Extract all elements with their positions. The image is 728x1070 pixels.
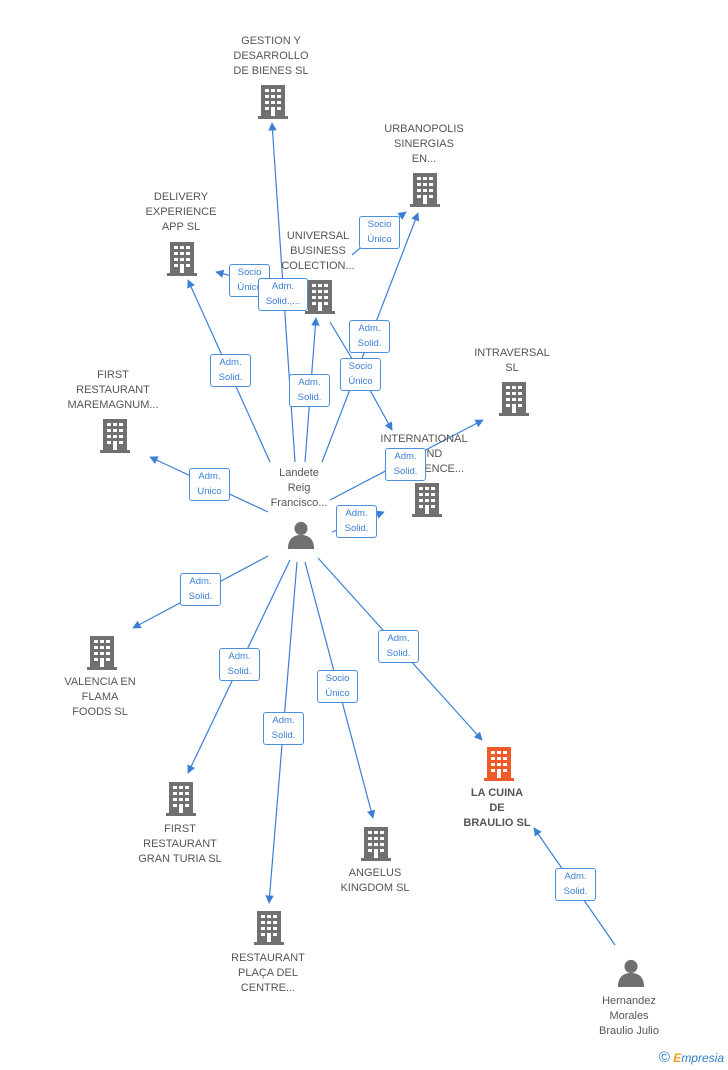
- edge-badge-international-adm: Adm. Solid.: [336, 505, 377, 538]
- edge-badge-urbanopolis-socio: Socio Único: [359, 216, 400, 249]
- edge-badge-hernandez-adm: Adm. Solid.: [555, 868, 596, 901]
- edge-badge-intraversal-adm: Adm. Solid.: [385, 448, 426, 481]
- edge-badge-first-gran-adm: Adm. Solid.: [219, 648, 260, 681]
- node-label-intraversal[interactable]: INTRAVERSAL SL: [474, 347, 550, 374]
- node-label-restaurant-placa[interactable]: RESTAURANT PLAÇA DEL CENTRE...: [231, 952, 305, 994]
- node-label-first-gran[interactable]: FIRST RESTAURANT GRAN TURIA SL: [138, 823, 222, 865]
- edge-badge-international-socio: Socio Único: [340, 358, 381, 391]
- node-label-universal[interactable]: UNIVERSAL BUSINESS COLECTION...: [281, 230, 355, 272]
- building-icon[interactable]: [87, 636, 117, 670]
- building-icon[interactable]: [305, 280, 335, 314]
- empresia-logo: © Empresia: [659, 1049, 724, 1066]
- copyright-icon: ©: [658, 1049, 670, 1066]
- node-label-urbanopolis[interactable]: URBANOPOLIS SINERGIAS EN...: [384, 123, 464, 165]
- person-icon[interactable]: [287, 521, 315, 549]
- building-icon[interactable]: [361, 827, 391, 861]
- brand-initial: E: [673, 1051, 682, 1065]
- node-label-gestion[interactable]: GESTION Y DESARROLLO DE BIENES SL: [233, 35, 309, 77]
- edge-badge-angelus-socio: Socio Único: [317, 670, 358, 703]
- building-icon[interactable]: [484, 747, 514, 781]
- building-icon[interactable]: [258, 85, 288, 119]
- node-label-la-cuina[interactable]: LA CUINA DE BRAULIO SL: [463, 787, 531, 829]
- building-icon[interactable]: [412, 483, 442, 517]
- edge-badge-urbanopolis-adm: Adm. Solid.: [349, 320, 390, 353]
- edge-badge-universal-adm: Adm. Solid.,...: [258, 278, 308, 311]
- node-label-hernandez[interactable]: Hernandez Morales Braulio Julio: [599, 995, 659, 1037]
- node-label-landete[interactable]: Landete Reig Francisco...: [270, 467, 328, 509]
- building-icon[interactable]: [167, 242, 197, 276]
- brand-name: mpresia: [681, 1051, 724, 1065]
- node-label-first-mare[interactable]: FIRST RESTAURANT MAREMAGNUM...: [67, 369, 159, 411]
- node-label-delivery[interactable]: DELIVERY EXPERIENCE APP SL: [145, 191, 217, 233]
- edge-badge-gestion-adm: Adm. Solid.: [289, 374, 330, 407]
- edge-badge-valencia-adm: Adm. Solid.: [180, 573, 221, 606]
- edge-badge-delivery-adm: Adm. Solid.: [210, 354, 251, 387]
- edge-badge-la-cuina-adm: Adm. Solid.: [378, 630, 419, 663]
- node-label-valencia[interactable]: VALENCIA EN FLAMA FOODS SL: [64, 676, 136, 718]
- building-icon[interactable]: [100, 419, 130, 453]
- building-icon[interactable]: [166, 782, 196, 816]
- building-icon[interactable]: [410, 173, 440, 207]
- node-label-angelus[interactable]: ANGELUS KINGDOM SL: [340, 867, 410, 894]
- edge-badge-first-mare-adm: Adm. Unico: [189, 468, 230, 501]
- edge-badge-restaurant-placa-adm: Adm. Solid.: [263, 712, 304, 745]
- person-icon[interactable]: [617, 959, 645, 987]
- building-icon[interactable]: [254, 911, 284, 945]
- building-icon[interactable]: [499, 382, 529, 416]
